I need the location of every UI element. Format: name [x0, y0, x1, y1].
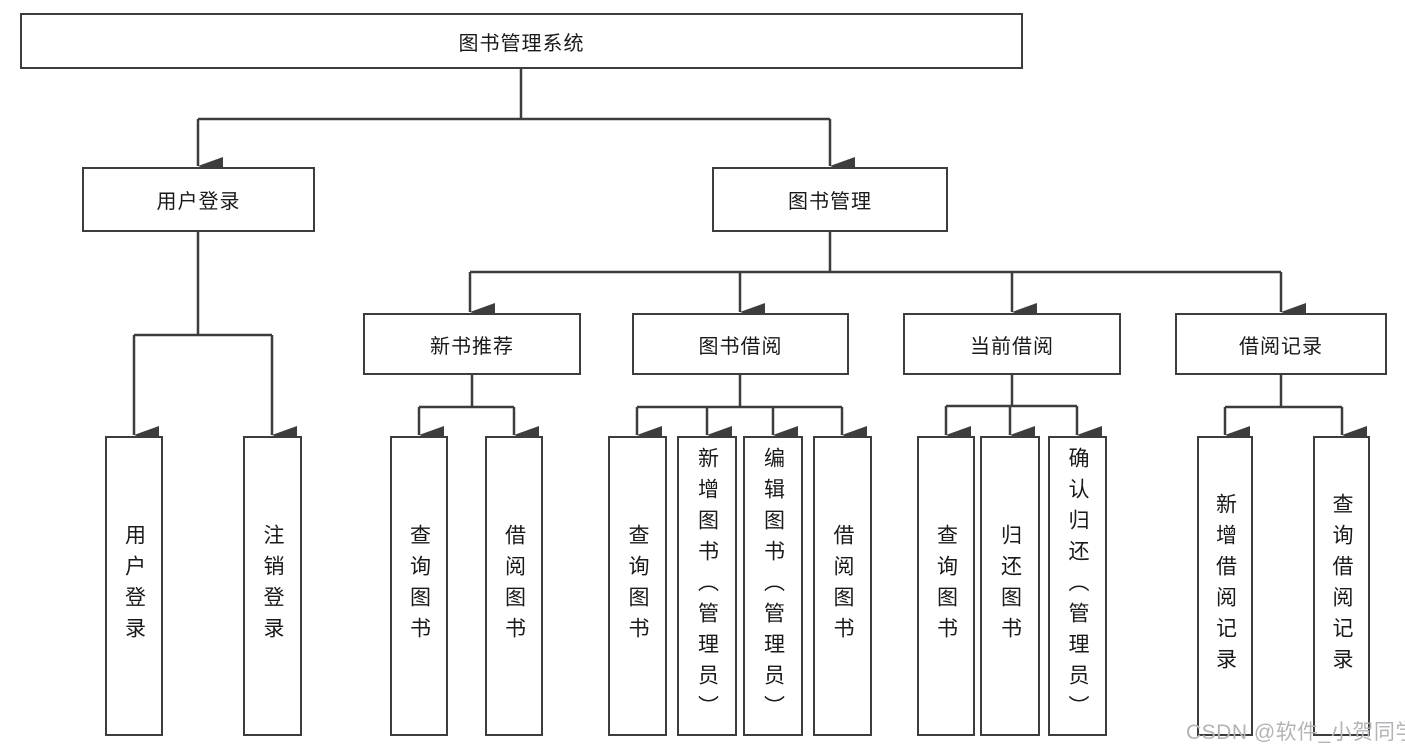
leaf-edit-book-admin-label: 编辑图书（管理员） [761, 446, 785, 726]
leaf-confirm-return-admin: 确认归还（管理员） [1048, 436, 1107, 736]
leaf-borrow-borrow-book: 借阅图书 [813, 436, 872, 736]
node-borrow-record-label: 借阅记录 [1239, 335, 1323, 358]
leaf-logout: 注销登录 [243, 436, 302, 736]
leaf-edit-book-admin: 编辑图书（管理员） [743, 436, 803, 736]
leaf-query-borrow-record-label: 查询借阅记录 [1330, 493, 1353, 679]
leaf-return-book: 归还图书 [980, 436, 1040, 736]
leaf-user-login-label: 用户登录 [122, 524, 146, 648]
leaf-user-login: 用户登录 [105, 436, 163, 736]
node-book-borrow-label: 图书借阅 [698, 335, 783, 358]
leaf-newbook-query-book: 查询图书 [390, 436, 448, 736]
leaf-add-borrow-record-label: 新增借阅记录 [1213, 493, 1237, 679]
leaf-current-query-book-label: 查询图书 [934, 524, 958, 648]
leaf-borrow-query-book: 查询图书 [608, 436, 667, 736]
node-borrow-record: 借阅记录 [1175, 313, 1387, 375]
node-current-borrow-label: 当前借阅 [970, 335, 1054, 358]
node-new-book-recommend-label: 新书推荐 [430, 335, 514, 358]
leaf-return-book-label: 归还图书 [998, 524, 1022, 648]
leaf-confirm-return-admin-label: 确认归还（管理员） [1066, 446, 1089, 726]
csdn-watermark: CSDN @软件_小贺同学 [1186, 721, 1405, 744]
node-book-management-label: 图书管理 [788, 191, 872, 213]
leaf-newbook-query-book-label: 查询图书 [407, 524, 431, 648]
node-root-system: 图书管理系统 [20, 13, 1023, 69]
leaf-current-query-book: 查询图书 [917, 436, 975, 736]
node-new-book-recommend: 新书推荐 [363, 313, 581, 375]
node-book-management: 图书管理 [712, 167, 948, 232]
leaf-borrow-borrow-book-label: 借阅图书 [831, 524, 854, 648]
leaf-newbook-borrow-book-label: 借阅图书 [502, 524, 526, 648]
node-user-login: 用户登录 [82, 167, 315, 232]
leaf-add-borrow-record: 新增借阅记录 [1197, 436, 1253, 736]
leaf-add-book-admin: 新增图书（管理员） [677, 436, 737, 736]
node-root-label: 图书管理系统 [458, 32, 585, 55]
leaf-logout-label: 注销登录 [261, 524, 284, 648]
leaf-query-borrow-record: 查询借阅记录 [1313, 436, 1370, 736]
node-book-borrow: 图书借阅 [632, 313, 849, 375]
node-user-login-label: 用户登录 [156, 191, 241, 213]
leaf-borrow-query-book-label: 查询图书 [626, 524, 649, 648]
node-current-borrow: 当前借阅 [903, 313, 1121, 375]
leaf-add-book-admin-label: 新增图书（管理员） [695, 446, 719, 726]
leaf-newbook-borrow-book: 借阅图书 [485, 436, 543, 736]
